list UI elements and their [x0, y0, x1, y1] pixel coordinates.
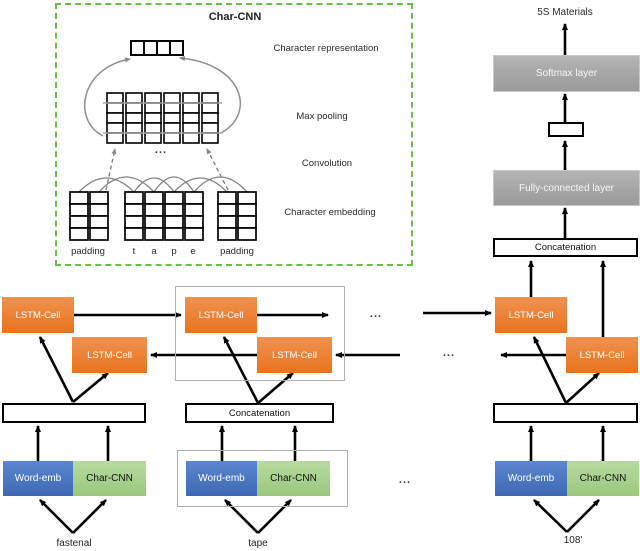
- character-embedding-columns: [69, 191, 257, 241]
- char-label-padding-left: padding: [71, 245, 105, 257]
- character-representation-label: Character representation: [273, 42, 379, 54]
- input-concatenation-box-1: [2, 403, 146, 423]
- convolution-ellipsis: ...: [154, 144, 168, 156]
- output-concatenation-box: Concatenation: [493, 238, 638, 257]
- word-emb-box-1: Word-emb: [3, 461, 73, 496]
- char-cnn-panel-title: Char-CNN: [208, 11, 262, 23]
- input-word-1: fastenal: [56, 538, 92, 549]
- char-label-padding-right: padding: [220, 245, 254, 257]
- forward-chain-ellipsis: ...: [369, 308, 383, 320]
- hidden-vector-box: [548, 122, 584, 137]
- forward-lstm-arrows: [74, 310, 492, 318]
- prediction-label: 5S Materials: [537, 7, 593, 18]
- input-row-ellipsis: ...: [398, 474, 412, 486]
- character-embedding-label: Character embedding: [284, 206, 376, 218]
- char-label-a: a: [151, 245, 157, 257]
- input-concatenation-box-2: Concatenation: [185, 403, 334, 423]
- char-cnn-panel: [55, 3, 413, 266]
- max-pooling-label: Max pooling: [296, 110, 348, 122]
- char-label-e: e: [190, 245, 196, 257]
- fully-connected-layer-box: Fully-connected layer: [493, 170, 640, 206]
- char-cnn-box-2: Char-CNN: [257, 461, 330, 496]
- word-emb-box-2: Word-emb: [186, 461, 257, 496]
- char-cnn-box-3: Char-CNN: [567, 461, 639, 496]
- word-emb-box-3: Word-emb: [495, 461, 567, 496]
- lstm-cell-forward-2: LSTM-Cell: [185, 297, 257, 333]
- input-concatenation-box-3: [493, 403, 638, 423]
- lstm-cell-backward-3: LSTM-Cell: [566, 337, 638, 373]
- char-cnn-box-1: Char-CNN: [73, 461, 146, 496]
- middle-input-group-box: [177, 450, 348, 507]
- lstm-cell-backward-1: LSTM-Cell: [72, 337, 147, 373]
- lstm-cell-forward-1: LSTM-Cell: [2, 297, 74, 333]
- lstm-cell-forward-3: LSTM-Cell: [495, 297, 567, 333]
- lstm-to-concatenation-arrows: [528, 260, 606, 337]
- softmax-layer-box: Softmax layer: [493, 55, 640, 92]
- input-to-lstm-arrows: [38, 336, 600, 404]
- middle-lstm-group-box: [175, 286, 345, 381]
- char-label-p: p: [171, 245, 177, 257]
- lstm-cell-backward-2: LSTM-Cell: [257, 337, 332, 373]
- embedding-to-concat-arrows: [35, 425, 606, 461]
- feature-map-grid: [106, 92, 219, 144]
- convolution-label: Convolution: [301, 157, 353, 169]
- input-word-2: tape: [248, 538, 268, 549]
- char-label-t: t: [132, 245, 136, 257]
- backward-chain-ellipsis: ...: [442, 347, 456, 359]
- convolution-window-arcs: [78, 176, 248, 193]
- word-to-embedding-arrows: [39, 499, 600, 534]
- character-representation-cells: [130, 40, 184, 56]
- max-pooling-selection-lines: [103, 102, 222, 134]
- max-pooling-curves: [84, 55, 241, 137]
- convolution-dashed-arrows: [105, 148, 229, 191]
- input-word-3: 108': [563, 535, 583, 546]
